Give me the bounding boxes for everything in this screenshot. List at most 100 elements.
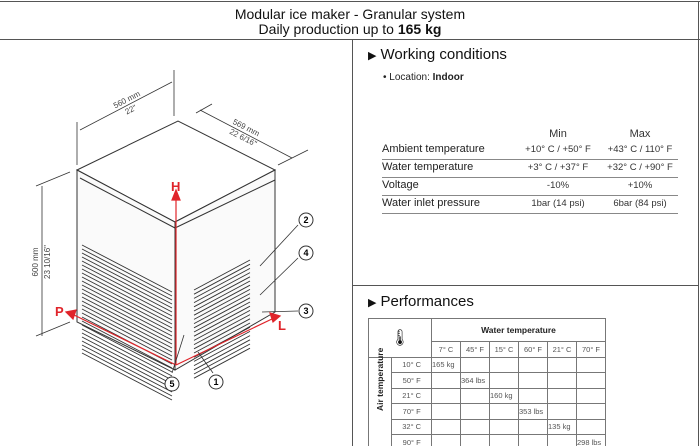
grille-slat [81, 332, 173, 381]
condition-label: Water temperature [382, 161, 474, 173]
production-cell [489, 356, 519, 373]
grille-slat [193, 284, 251, 316]
grille-slat [81, 264, 173, 313]
condition-max: +10% [627, 180, 653, 191]
grille-slat [81, 312, 173, 361]
grille-slat [81, 280, 173, 329]
max-header: Max [629, 128, 651, 140]
production-cell [460, 418, 490, 435]
header-divider [0, 39, 700, 40]
grille-slat [193, 289, 251, 320]
grille-slat [193, 318, 251, 350]
callout-leaders [171, 224, 299, 374]
title-line2: Daily production up to 165 kg [0, 21, 700, 37]
water-col-header: 15° C [489, 341, 519, 358]
grille-slat [193, 268, 251, 299]
callout-4: 4 [303, 248, 308, 258]
grille-slat [81, 324, 173, 373]
condition-min: +10° C / +50° F [525, 144, 591, 155]
row-divider [382, 177, 678, 178]
condition-min: -10% [546, 180, 570, 191]
production-cell [547, 356, 577, 373]
production-cell [518, 434, 548, 446]
production-cell [460, 387, 490, 404]
production-cell [431, 387, 461, 404]
height-in: 23 10/16" [43, 245, 52, 279]
grille-slat [81, 268, 173, 317]
grille-slat [81, 320, 173, 369]
grille-slat [81, 308, 173, 357]
production-cell [460, 356, 490, 373]
production-cell [547, 434, 577, 446]
grille-slat [193, 305, 251, 337]
callout-3: 3 [303, 306, 308, 316]
grille-slat [193, 276, 251, 308]
grille-slat [193, 301, 251, 333]
condition-min: +3° C / +37° F [527, 162, 589, 173]
grille-slat [81, 352, 173, 401]
grille-slat [81, 256, 173, 305]
grille-slat [81, 304, 173, 353]
grille-slat [193, 280, 251, 312]
production-cell [489, 418, 519, 435]
grille-slat [193, 343, 251, 375]
water-temperature-header: Water temperature [431, 318, 606, 342]
grille-slat [81, 248, 173, 297]
grille-slat [81, 288, 173, 337]
air-temp-label: 90° F [391, 434, 432, 446]
production-cell [576, 418, 606, 435]
production-cell [576, 403, 606, 420]
air-temp-label: 32° C [391, 418, 432, 435]
location: • Location: Indoor [383, 72, 464, 83]
condition-max: +32° C / +90° F [607, 162, 673, 173]
row-divider [382, 159, 678, 160]
air-temp-label: 70° F [391, 403, 432, 420]
production-cell [576, 356, 606, 373]
grille-slat [81, 340, 173, 389]
production-cell [518, 372, 548, 389]
grille-slat [81, 292, 173, 341]
production-cell [518, 418, 548, 435]
performances-heading: ▶Performances [368, 293, 474, 310]
water-col-header: 70° F [576, 341, 606, 358]
production-cell [460, 403, 490, 420]
axis-p-label: P [55, 304, 64, 319]
production-cell [431, 418, 461, 435]
production-cell [460, 434, 490, 446]
grille-slat [81, 260, 173, 309]
condition-label: Water inlet pressure [382, 197, 481, 209]
water-col-header: 45° F [460, 341, 490, 358]
production-cell: 165 kg [431, 356, 461, 373]
grille-slat [193, 314, 251, 345]
condition-max: +43° C / 110° F [607, 144, 673, 155]
water-col-header: 60° F [518, 341, 548, 358]
condition-max: 6bar (84 psi) [613, 198, 667, 209]
grille-slat [193, 297, 251, 329]
axis-h-label: H [171, 179, 180, 194]
condition-label: Voltage [382, 179, 419, 191]
grille-slat [193, 347, 251, 379]
row-divider [382, 213, 678, 214]
grille-slat [81, 336, 173, 385]
production-cell [547, 387, 577, 404]
production-cell [489, 403, 519, 420]
production-cell [431, 434, 461, 446]
grille-slat [81, 244, 173, 293]
location-value: Indoor [432, 72, 464, 83]
callout-5: 5 [169, 379, 174, 389]
production-label: Daily production [258, 21, 359, 37]
grille-slat [81, 252, 173, 301]
production-cell [489, 372, 519, 389]
grille-slat [81, 348, 173, 397]
air-temperature-header: Air temperature [367, 347, 393, 446]
callout-1: 1 [213, 377, 218, 387]
air-temp-label: 10° C [391, 356, 432, 373]
dimension-lines [35, 70, 309, 337]
callout-2: 2 [303, 215, 308, 225]
